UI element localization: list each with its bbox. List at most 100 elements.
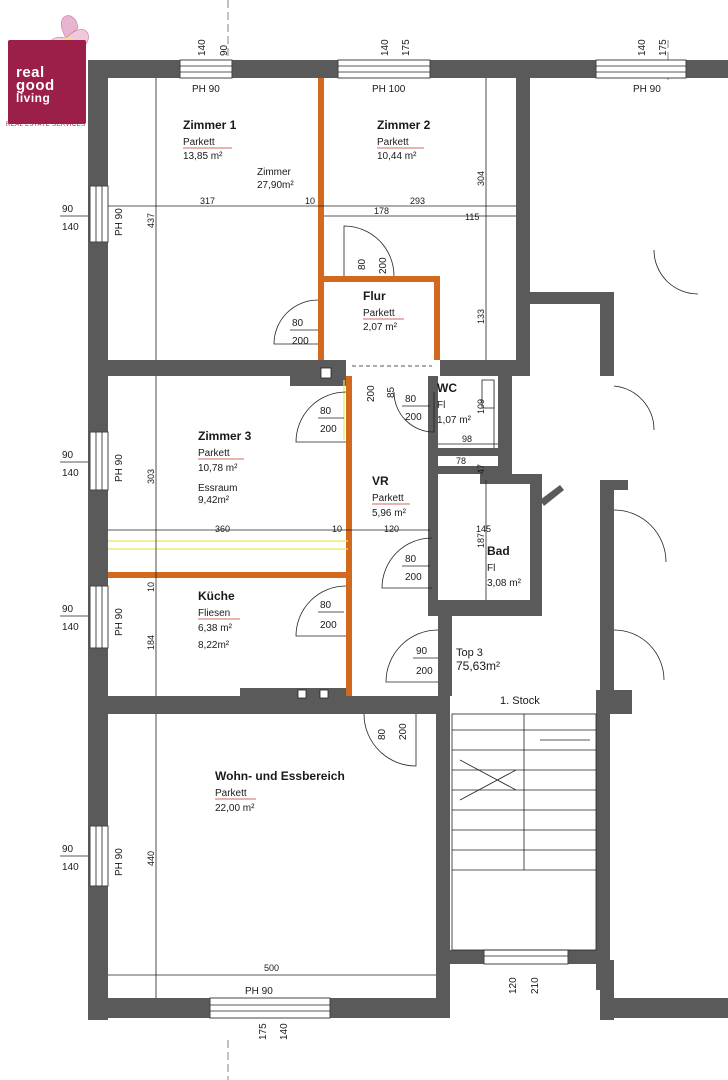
window-width: 90 [62,450,74,461]
room-area: 3,08 m² [487,578,522,589]
room-name: Flur [363,289,386,303]
dim-303: 303 [146,469,156,484]
door-wc-height: 200 [405,412,422,423]
dim-317: 317 [200,196,215,206]
dim-78: 78 [456,456,466,466]
dim-98: 98 [462,434,472,444]
room-name: Bad [487,544,510,558]
door-zimmer1-height: 200 [292,336,309,347]
window-width: 175 [258,1023,269,1040]
window-left-2-labels: 90 140 PH 90 [60,450,125,482]
essraum-area: 9,42m² [198,495,230,506]
dim-115: 115 [465,212,479,222]
window-width: 140 [637,39,648,56]
door-swings [273,225,699,767]
door-zimmer3-height: 200 [320,424,337,435]
dim-500: 500 [264,963,279,973]
dim-120: 120 [384,524,399,534]
window-stair-labels: 120 210 [508,977,541,994]
door-flur-height: 85 [386,386,397,398]
door-wc-width: 80 [405,394,417,405]
dim-145: 145 [476,524,491,534]
window-top-2-labels: 140 175 PH 100 [372,39,412,95]
room-name: Küche [198,589,235,603]
dim-304: 304 [476,171,486,186]
window-left-4 [89,825,109,887]
room-floor: Parkett [215,788,247,799]
parapet-height: PH 90 [114,454,125,482]
floor-level-label: 1. Stock [500,695,540,707]
company-logo: real good living REAL ESTATE SERVICES [6,8,90,132]
window-left-4-labels: 90 140 PH 90 [60,844,125,876]
window-left-1 [89,185,109,243]
room-name: VR [372,474,389,488]
room-area: 5,96 m² [372,508,407,519]
apartment-top-3: Top 3 75,63m² 1. Stock [456,647,540,707]
room-kueche: Küche Fliesen 6,38 m² 8,22m² [198,589,240,651]
door-labels: 80 200 80 200 200 85 80 200 80 200 80 20… [290,257,438,740]
logo-box [8,40,86,124]
walls [88,60,728,1020]
door-zimmer2-height: 200 [378,257,389,274]
room-zimmer-3: Zimmer 3 Parkett 10,78 m² Essraum 9,42m² [198,429,252,506]
parapet-height: PH 90 [633,84,661,95]
window-height: 90 [219,44,230,56]
essraum-label: Essraum [198,483,237,494]
staircase [451,713,597,951]
room-floor: Parkett [183,137,215,148]
room-name: Wohn- und Essbereich [215,769,345,783]
window-stair [483,949,569,965]
combined-label: Zimmer [257,167,292,178]
door-vr-width: 80 [405,554,417,565]
door-kueche-height: 200 [320,620,337,631]
room-floor: Fliesen [198,608,230,619]
dim-109: 109 [476,399,486,414]
room-floor: Parkett [363,308,395,319]
window-height: 140 [279,1023,290,1040]
room-area: 2,07 m² [363,322,398,333]
apartment-area: 75,63m² [456,659,500,673]
dim-10c: 10 [146,582,156,592]
parapet-height: PH 90 [245,986,273,997]
window-top-3-labels: 140 175 PH 90 [633,39,669,95]
wc-toilet [481,379,495,409]
dim-440: 440 [146,851,156,866]
window-height: 140 [62,622,79,633]
window-bottom-labels: PH 90 175 140 [245,986,290,1040]
room-zimmer-1: Zimmer 1 Parkett 13,85 m² Zimmer 27,90m² [183,118,294,191]
window-top-1-labels: 140 90 PH 90 [192,39,230,95]
window-left-2 [89,431,109,491]
room-name: Zimmer 1 [183,118,237,132]
window-width: 90 [62,604,74,615]
logo-line-3: living [16,91,51,105]
door-entry-height: 200 [416,666,433,677]
window-left-3 [89,585,109,649]
dimension-texts: 317 10 293 178 115 437 304 133 109 98 78… [146,171,491,973]
window-width: 90 [62,204,74,215]
dim-10b: 10 [332,524,342,534]
dim-178: 178 [374,206,389,216]
apartment-name: Top 3 [456,647,483,659]
dim-47: 47 [476,464,486,474]
window-height: 175 [401,39,412,56]
window-width: 140 [197,39,208,56]
window-width: 90 [62,844,74,855]
dim-187: 187 [476,533,486,548]
door-flur-width: 200 [366,385,377,402]
window-width: 120 [508,977,519,994]
room-bad: Bad Fl 3,08 m² [487,544,522,589]
room-floor: Fl [437,400,445,411]
dim-10a: 10 [305,196,315,206]
dim-184: 184 [146,635,156,650]
room-vr: VR Parkett 5,96 m² [372,474,410,519]
parapet-height: PH 90 [114,848,125,876]
door-wohn-width: 80 [377,728,388,740]
door-entry-width: 90 [416,646,428,657]
combined-area: 27,90m² [257,180,294,191]
window-left-1-labels: 90 140 PH 90 [60,204,125,236]
window-top-1 [179,59,233,79]
window-width: 140 [380,39,391,56]
door-zimmer1-width: 80 [292,318,304,329]
dim-360: 360 [215,524,230,534]
